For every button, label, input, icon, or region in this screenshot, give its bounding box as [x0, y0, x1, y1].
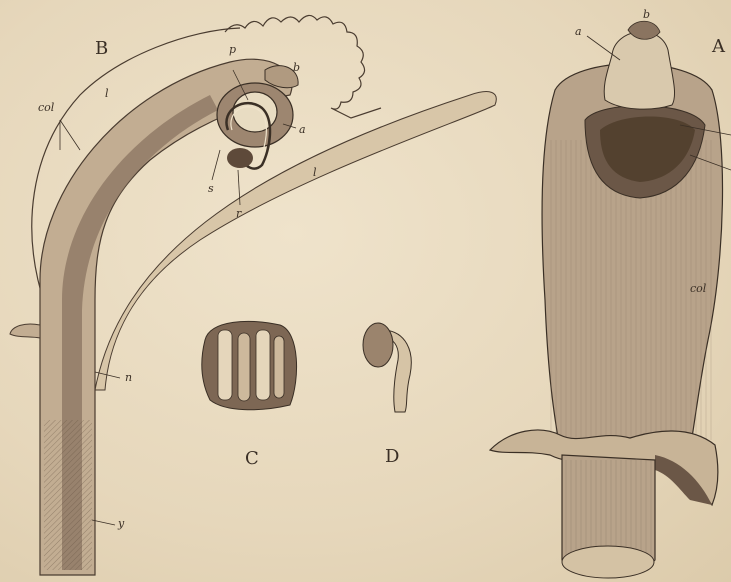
figure-b-hatch: [44, 420, 92, 570]
figure-d-head: [363, 323, 393, 367]
figure-a: [490, 21, 731, 578]
panel-label-a: A: [712, 38, 725, 56]
letter-l-b-spur: l: [313, 167, 317, 178]
letter-a-fig-b: a: [299, 124, 306, 135]
figure-d: [363, 323, 411, 412]
letter-s: s: [208, 183, 214, 194]
letter-a-fig-a: a: [575, 26, 582, 37]
figure-b-stub: [10, 324, 40, 338]
letter-y: y: [118, 518, 124, 529]
figure-b: [10, 15, 496, 575]
panel-label-b: B: [95, 40, 108, 58]
letter-b-fig-a: b: [643, 9, 650, 20]
figure-a-anther: [604, 32, 674, 109]
letter-n: n: [125, 372, 132, 383]
letter-col-b: col: [38, 102, 54, 113]
letter-r: r: [236, 208, 241, 219]
figure-c: [202, 321, 297, 409]
letter-p: p: [229, 44, 236, 55]
letter-col-a: col: [690, 283, 706, 294]
panel-label-d: D: [385, 448, 399, 466]
figure-b-rostellum: [227, 148, 253, 168]
letter-l-b-top: l: [105, 88, 109, 99]
figure-a-stem-cut: [562, 546, 654, 578]
letter-b-fig-b: b: [293, 62, 300, 73]
panel-label-c: C: [245, 450, 259, 468]
